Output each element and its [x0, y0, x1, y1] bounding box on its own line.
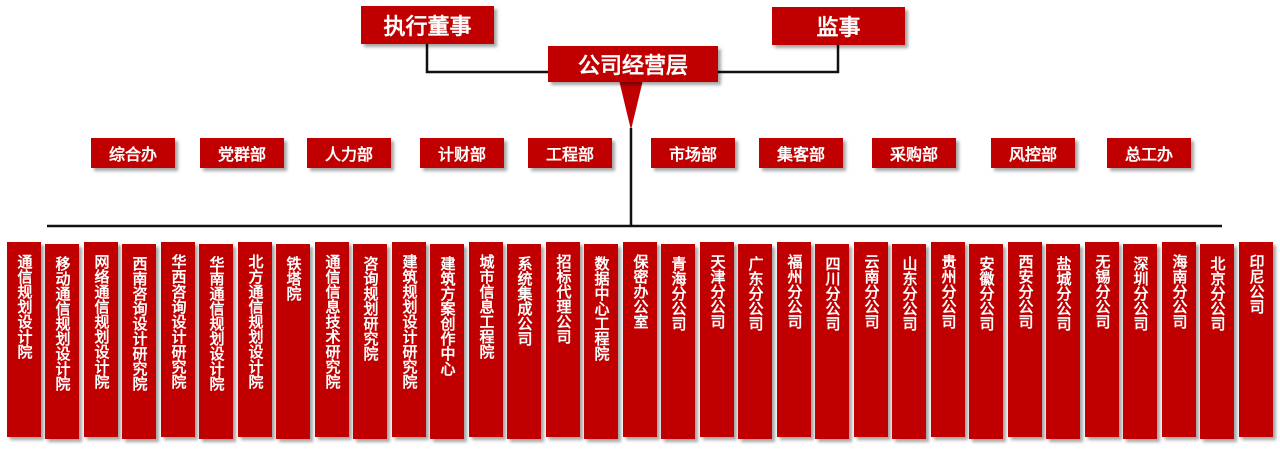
unit-box: 西南咨询设计研究院	[122, 244, 156, 439]
unit-label: 铁塔院	[284, 256, 303, 301]
unit-label: 系统集成公司	[515, 256, 534, 346]
unit-label: 华西咨询设计研究院	[169, 254, 188, 389]
unit-label: 四川分公司	[823, 256, 842, 331]
unit-box: 建筑规划设计研究院	[392, 242, 426, 437]
unit-box: 数据中心工程院	[584, 244, 618, 439]
unit-box: 西安分公司	[1008, 242, 1042, 437]
unit-label: 安徽分公司	[977, 256, 996, 331]
unit-box: 印尼公司	[1239, 242, 1273, 437]
supervisor-label: 监事	[816, 16, 861, 41]
executive-director-box: 执行董事	[361, 6, 494, 44]
unit-label: 无锡分公司	[1093, 254, 1112, 329]
unit-box: 海南分公司	[1162, 242, 1196, 437]
unit-label: 保密办公室	[631, 254, 650, 329]
unit-box: 青海分公司	[661, 244, 695, 439]
unit-label: 印尼公司	[1247, 254, 1266, 314]
department-box: 综合办	[91, 138, 175, 168]
unit-box: 华南通信规划设计院	[199, 244, 233, 439]
unit-label: 福州分公司	[785, 254, 804, 329]
unit-label: 山东分公司	[900, 256, 919, 331]
unit-box: 福州分公司	[777, 242, 811, 437]
unit-label: 通信规划设计院	[15, 254, 34, 359]
unit-box: 系统集成公司	[507, 244, 541, 439]
department-label: 党群部	[217, 145, 266, 164]
unit-label: 西南咨询设计研究院	[130, 256, 149, 391]
unit-box: 深圳分公司	[1123, 244, 1157, 439]
department-label: 风控部	[1008, 145, 1057, 164]
unit-label: 数据中心工程院	[592, 256, 611, 361]
unit-label: 云南分公司	[862, 254, 881, 329]
department-box: 工程部	[528, 138, 612, 168]
unit-box: 四川分公司	[815, 244, 849, 439]
unit-box: 天津分公司	[700, 242, 734, 437]
department-label: 工程部	[545, 145, 594, 164]
unit-box: 通信规划设计院	[7, 242, 41, 437]
department-label: 采购部	[889, 145, 938, 164]
unit-box: 华西咨询设计研究院	[161, 242, 195, 437]
unit-label: 西安分公司	[1016, 254, 1035, 329]
unit-box: 建筑方案创作中心	[430, 244, 464, 439]
unit-label: 移动通信规划设计院	[53, 256, 72, 391]
supervisor-box: 监事	[772, 7, 905, 45]
department-box: 总工办	[1107, 138, 1191, 168]
department-box: 人力部	[307, 138, 391, 168]
unit-label: 招标代理公司	[554, 254, 573, 344]
department-label: 综合办	[108, 145, 157, 164]
unit-box: 保密办公室	[623, 242, 657, 437]
department-box: 计财部	[420, 138, 504, 168]
unit-box: 网络通信规划设计院	[84, 242, 118, 437]
unit-label: 贵州分公司	[939, 254, 958, 329]
management-box: 公司经营层	[548, 46, 718, 82]
unit-box: 城市信息工程院	[469, 242, 503, 437]
unit-label: 青海分公司	[669, 256, 688, 331]
unit-label: 天津分公司	[708, 254, 727, 329]
unit-box: 山东分公司	[892, 244, 926, 439]
unit-box: 北京分公司	[1200, 244, 1234, 439]
unit-label: 通信信息技术研究院	[323, 254, 342, 389]
department-box: 风控部	[991, 138, 1075, 168]
unit-label: 广东分公司	[746, 256, 765, 331]
unit-label: 建筑方案创作中心	[438, 256, 457, 376]
department-label: 总工办	[1124, 145, 1173, 164]
unit-label: 建筑规划设计研究院	[400, 254, 419, 389]
unit-box: 北方通信规划设计院	[238, 242, 272, 437]
department-label: 集客部	[776, 145, 825, 164]
unit-box: 广东分公司	[738, 244, 772, 439]
department-label: 市场部	[668, 145, 717, 164]
unit-box: 贵州分公司	[931, 242, 965, 437]
executive-director-label: 执行董事	[383, 15, 472, 40]
unit-label: 北京分公司	[1208, 256, 1227, 331]
unit-box: 盐城分公司	[1046, 244, 1080, 439]
unit-box: 无锡分公司	[1085, 242, 1119, 437]
unit-label: 城市信息工程院	[477, 254, 496, 359]
unit-box: 通信信息技术研究院	[315, 242, 349, 437]
unit-box: 招标代理公司	[546, 242, 580, 437]
unit-label: 海南分公司	[1170, 254, 1189, 329]
unit-box: 铁塔院	[276, 244, 310, 439]
unit-label: 网络通信规划设计院	[92, 254, 111, 389]
unit-label: 深圳分公司	[1131, 256, 1150, 331]
unit-label: 盐城分公司	[1054, 256, 1073, 331]
unit-label: 咨询规划研究院	[361, 256, 380, 361]
department-label: 计财部	[437, 145, 486, 164]
unit-box: 咨询规划研究院	[353, 244, 387, 439]
department-box: 市场部	[651, 138, 735, 168]
management-label: 公司经营层	[577, 54, 688, 79]
unit-label: 北方通信规划设计院	[246, 254, 265, 389]
department-box: 集客部	[759, 138, 843, 168]
department-box: 党群部	[200, 138, 284, 168]
unit-box: 移动通信规划设计院	[45, 244, 79, 439]
unit-box: 云南分公司	[854, 242, 888, 437]
department-label: 人力部	[324, 145, 373, 164]
department-box: 采购部	[872, 138, 956, 168]
unit-box: 安徽分公司	[969, 244, 1003, 439]
unit-label: 华南通信规划设计院	[207, 256, 226, 391]
